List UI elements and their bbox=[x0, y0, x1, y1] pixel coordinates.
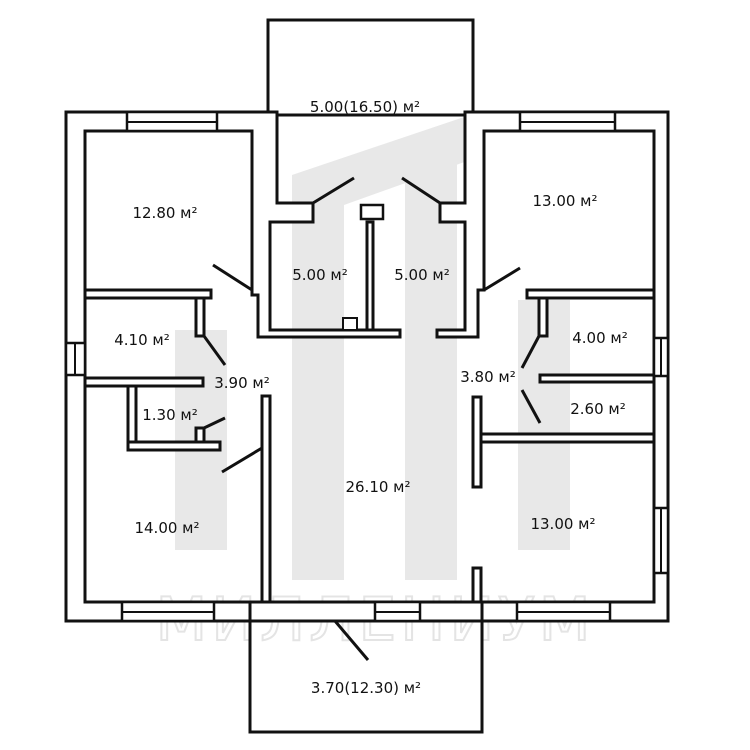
terrace-top-outline bbox=[266, 18, 475, 117]
room-label-hall-left: 3.90 м² bbox=[214, 374, 270, 392]
door-swings bbox=[202, 176, 542, 661]
room-label-storage-right: 2.60 м² bbox=[570, 400, 626, 418]
room-label-bath-right: 5.00 м² bbox=[394, 266, 450, 284]
ventilation-shaft bbox=[359, 203, 385, 221]
room-label-closet-right: 4.00 м² bbox=[572, 329, 628, 347]
room-label-bedroom-top-left: 12.80 м² bbox=[132, 204, 197, 222]
room-label-terrace-bottom: 3.70(12.30) м² bbox=[311, 679, 421, 697]
utility-box bbox=[342, 317, 358, 331]
room-label-living: 26.10 м² bbox=[345, 478, 410, 496]
room-label-terrace-top: 5.00(16.50) м² bbox=[310, 98, 420, 116]
room-label-bedroom-bottom-left: 14.00 м² bbox=[134, 519, 199, 537]
windows bbox=[64, 110, 670, 623]
room-label-bedroom-bottom-right: 13.00 м² bbox=[530, 515, 595, 533]
room-label-hall-right: 3.80 м² bbox=[460, 368, 516, 386]
room-labels: 5.00(16.50) м² 12.80 м² 5.00 м² 5.00 м² … bbox=[114, 98, 628, 697]
walls bbox=[64, 110, 670, 623]
room-label-closet-left: 4.10 м² bbox=[114, 331, 170, 349]
room-label-storage-left: 1.30 м² bbox=[142, 406, 198, 424]
room-label-bath-left: 5.00 м² bbox=[292, 266, 348, 284]
room-label-bedroom-top-right: 13.00 м² bbox=[532, 192, 597, 210]
